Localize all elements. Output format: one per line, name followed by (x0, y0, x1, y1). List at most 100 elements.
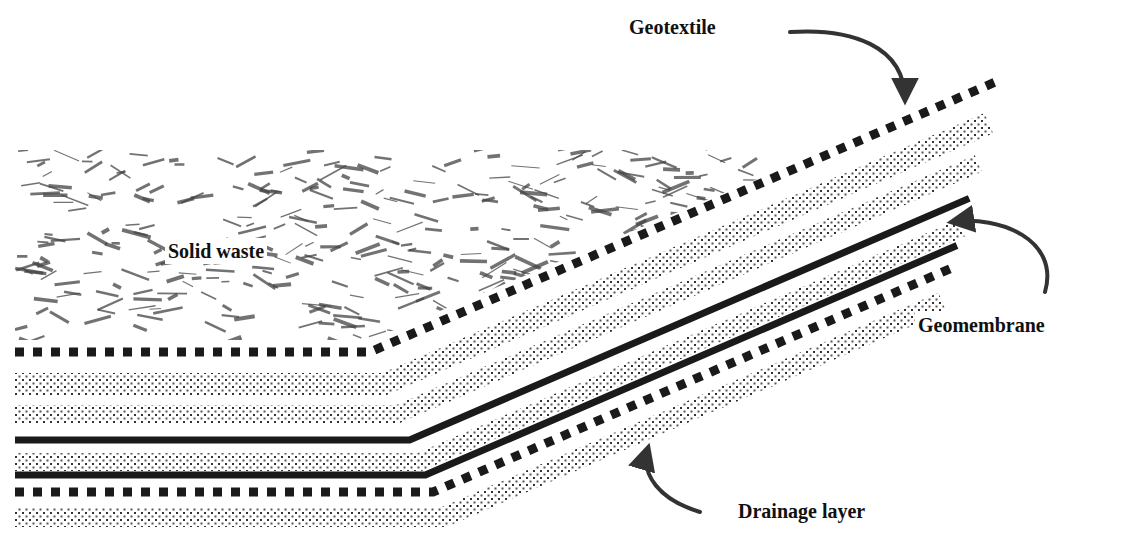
waste-stroke (375, 335, 390, 343)
waste-stroke (443, 255, 453, 257)
waste-stroke (274, 224, 285, 229)
waste-stroke (388, 273, 414, 285)
waste-stroke (150, 186, 164, 193)
waste-stroke (663, 167, 680, 172)
waste-stroke (570, 150, 591, 154)
waste-stroke (126, 224, 140, 226)
waste-stroke (634, 243, 644, 248)
waste-stroke (129, 306, 156, 310)
waste-stroke (147, 271, 159, 272)
waste-stroke (319, 323, 335, 324)
waste-stroke (85, 162, 102, 173)
waste-stroke (40, 258, 47, 262)
waste-stroke (130, 344, 143, 348)
waste-stroke (274, 257, 290, 263)
waste-stroke (236, 156, 255, 167)
waste-stroke (433, 260, 442, 266)
waste-stroke (37, 162, 45, 166)
waste-stroke (53, 202, 73, 203)
waste-stroke (133, 290, 152, 294)
waste-stroke (133, 297, 161, 301)
waste-stroke (289, 217, 317, 223)
waste-stroke (302, 304, 331, 306)
waste-stroke (513, 269, 538, 277)
waste-stroke (351, 258, 361, 260)
waste-stroke (45, 233, 53, 236)
waste-stroke (238, 227, 266, 234)
waste-stroke (286, 274, 299, 278)
waste-stroke (577, 163, 593, 167)
waste-stroke (546, 274, 566, 286)
waste-stroke (444, 160, 461, 166)
waste-stroke (448, 278, 459, 282)
waste-stroke (92, 252, 103, 254)
waste-stroke (421, 340, 437, 348)
waste-stroke (84, 316, 110, 323)
waste-stroke (36, 308, 48, 314)
waste-stroke (341, 326, 365, 327)
waste-stroke (87, 233, 107, 244)
waste-stroke (592, 151, 603, 156)
waste-stroke (280, 167, 292, 172)
waste-stroke (130, 154, 148, 156)
waste-stroke (37, 262, 50, 266)
waste-stroke (398, 270, 410, 274)
waste-stroke (460, 259, 487, 263)
waste-stroke (451, 333, 459, 335)
waste-stroke (33, 263, 53, 271)
waste-stroke (743, 158, 757, 167)
waste-stroke (551, 242, 560, 248)
waste-stroke (369, 331, 386, 336)
waste-stroke (255, 192, 277, 207)
waste-stroke (332, 281, 348, 286)
waste-stroke (706, 143, 721, 150)
waste-stroke (642, 286, 651, 290)
waste-stroke (51, 239, 80, 241)
waste-stroke (534, 238, 551, 248)
waste-stroke (708, 155, 725, 163)
waste-stroke (699, 174, 707, 176)
waste-stroke (283, 160, 310, 165)
waste-stroke (433, 199, 449, 202)
waste-stroke (630, 159, 651, 160)
waste-stroke (133, 325, 146, 330)
waste-stroke (397, 222, 423, 232)
waste-stroke (223, 219, 241, 226)
waste-stroke (48, 186, 71, 188)
waste-stroke (496, 305, 508, 309)
waste-stroke (43, 172, 52, 177)
liner-layers (15, 80, 1000, 517)
waste-stroke (234, 316, 254, 319)
waste-stroke (243, 283, 252, 286)
waste-stroke (281, 209, 302, 217)
waste-stroke (105, 244, 120, 249)
waste-stroke (191, 195, 214, 198)
waste-stroke (154, 249, 162, 253)
waste-stroke (167, 276, 184, 281)
waste-stroke (670, 203, 687, 207)
waste-stroke (248, 184, 270, 194)
waste-stroke (54, 150, 79, 161)
waste-stroke (394, 284, 408, 292)
waste-stroke (317, 179, 331, 188)
waste-stroke (686, 171, 694, 175)
waste-stroke (113, 284, 121, 288)
waste-stroke (122, 230, 151, 238)
waste-stroke (618, 172, 644, 177)
geomembrane-line (15, 198, 969, 440)
waste-stroke (331, 243, 348, 251)
waste-stroke (82, 161, 93, 163)
waste-stroke (616, 207, 638, 210)
pointer-arrows (646, 31, 1047, 512)
waste-stroke (405, 191, 426, 196)
waste-stroke (487, 241, 509, 250)
waste-stroke (174, 163, 184, 166)
sand-band (15, 163, 978, 414)
waste-stroke (756, 233, 785, 237)
waste-stroke (432, 166, 445, 172)
waste-stroke (84, 272, 102, 274)
waste-stroke (328, 338, 355, 349)
waste-stroke (388, 256, 412, 262)
waste-stroke (662, 277, 674, 285)
